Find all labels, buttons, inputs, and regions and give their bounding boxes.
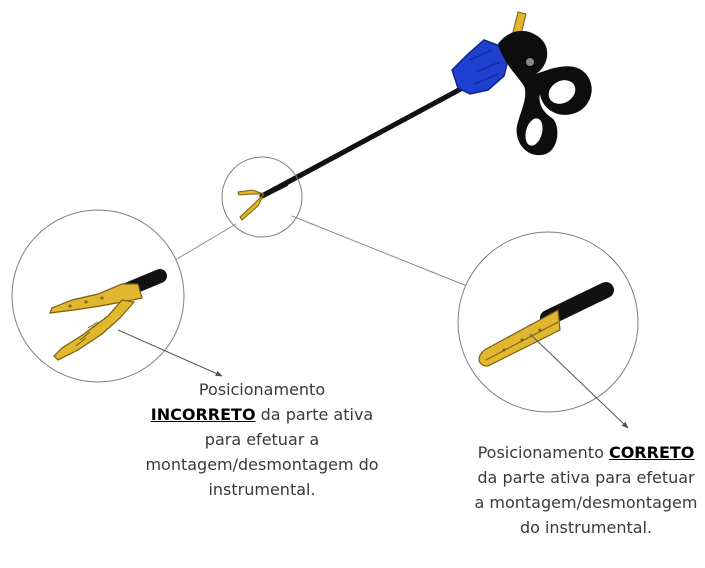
tip-highlight-circle	[221, 156, 303, 238]
caption-incorrect-keyword: INCORRETO	[150, 405, 256, 424]
laparoscopic-grasper-icon	[259, 11, 592, 199]
arrow-incorrect	[117, 329, 223, 377]
open-jaws-detail-icon	[49, 269, 167, 361]
caption-correct-keyword: CORRETO	[608, 443, 695, 462]
caption-incorrect-suffix: da parte ativa para efetuar a montagem/d…	[145, 405, 379, 499]
leader-line-incorrect	[164, 223, 237, 267]
caption-correct-suffix: da parte ativa para efetuar a montagem/d…	[474, 468, 698, 537]
leader-line-correct	[291, 215, 473, 289]
caption-correct: Posicionamento CORRETO da parte ativa pa…	[470, 440, 702, 540]
tip-open-jaws-icon	[237, 181, 289, 221]
caption-correct-prefix: Posicionamento	[477, 443, 604, 462]
caption-incorrect-prefix: Posicionamento	[198, 380, 326, 399]
closed-jaws-detail-icon	[478, 282, 614, 367]
caption-incorrect: Posicionamento INCORRETO da parte ativa …	[142, 377, 382, 502]
arrow-correct	[529, 333, 629, 429]
